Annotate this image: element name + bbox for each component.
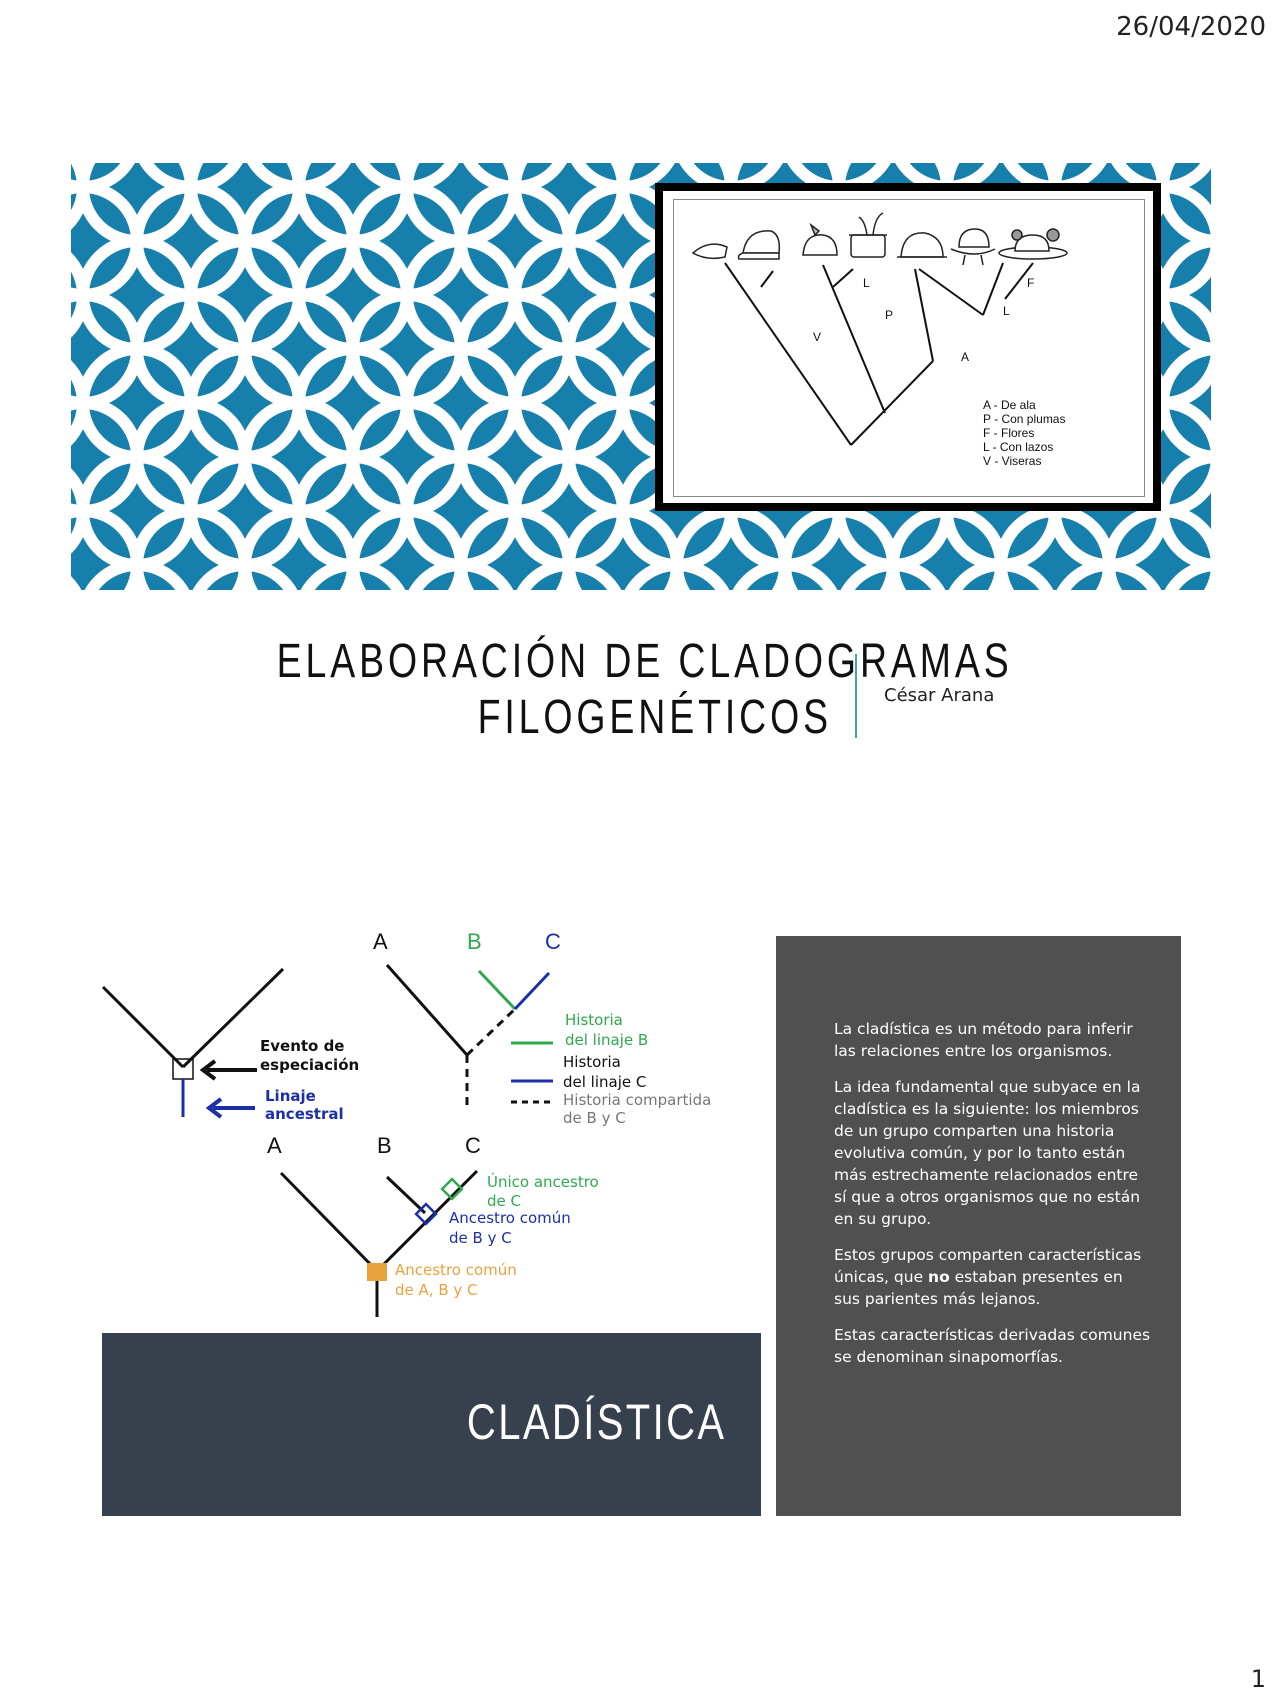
branch-label-l: L <box>863 276 870 290</box>
title-divider <box>855 654 857 738</box>
paragraph-1: La cladística es un método para inferir … <box>834 1020 1133 1060</box>
svg-text:ancestral: ancestral <box>265 1105 344 1123</box>
paragraph-4: Estas características derivadas comunes … <box>834 1326 1151 1366</box>
feathered-hat-icon <box>849 212 887 258</box>
taxon-a: A <box>373 929 388 954</box>
svg-text:de A, B y C: de A, B y C <box>395 1281 478 1299</box>
section-title-box: CLADÍSTICA <box>102 1333 761 1516</box>
taxon-c: C <box>545 929 561 954</box>
branch-label-v: V <box>813 330 821 344</box>
slide-title-line1: ELABORACIÓN DE CLADOGRAMAS <box>276 635 1013 688</box>
legend-item: P - Con plumas <box>983 412 1065 426</box>
legend-item: L - Con lazos <box>983 440 1053 454</box>
svg-text:de B y C: de B y C <box>449 1229 512 1247</box>
common-ancestor-abc-label: Ancestro común <box>395 1261 517 1279</box>
legend-lineage-b: Historia <box>565 1011 623 1029</box>
branch-label-l2: L <box>1003 304 1010 318</box>
svg-text:de C: de C <box>487 1192 521 1210</box>
unique-ancestor-c-marker-icon <box>440 1177 464 1201</box>
slide-title-line2: FILOGENÉTICOS <box>477 691 832 744</box>
visor-cap-icon <box>691 243 728 260</box>
lineage-label: Linaje <box>265 1087 316 1105</box>
legend-item: A - De ala <box>983 398 1036 412</box>
svg-text:especiación: especiación <box>260 1056 359 1074</box>
author-name: César Arana <box>884 685 995 706</box>
dome-hat-icon <box>897 232 947 258</box>
legend-shared-history: Historia compartida <box>563 1091 711 1109</box>
taxon-b: B <box>467 929 482 954</box>
svg-text:de B y C: de B y C <box>563 1109 626 1127</box>
cap-icon <box>737 230 781 260</box>
section-title: CLADÍSTICA <box>467 1394 727 1450</box>
taxon-c-bottom: C <box>465 1133 481 1158</box>
speciation-label: Evento de <box>260 1037 345 1055</box>
taxon-a-bottom: A <box>267 1133 282 1158</box>
ribbon-hat-icon <box>950 228 996 266</box>
text-panel: La cladística es un método para inferir … <box>776 936 1181 1516</box>
legend-lineage-c: Historia <box>563 1053 621 1071</box>
branch-label-a: A <box>961 350 969 364</box>
ancestor-abc-marker-icon <box>367 1263 387 1281</box>
legend-item: F - Flores <box>983 426 1034 440</box>
svg-text:del linaje B: del linaje B <box>565 1031 648 1049</box>
common-ancestor-bc-label: Ancestro común <box>449 1209 571 1227</box>
taxon-b-bottom: B <box>377 1133 392 1158</box>
unique-ancestor-c-label: Único ancestro <box>487 1172 599 1191</box>
svg-text:del linaje C: del linaje C <box>563 1073 646 1091</box>
hat-cladogram: V P L A L F A - De ala P - Con plumas F … <box>691 212 1068 468</box>
page-date: 26/04/2020 <box>1116 12 1266 42</box>
slide-title: ELABORACIÓN DE CLADOGRAMAS FILOGENÉTICOS <box>120 634 1013 746</box>
branch-label-p: P <box>885 308 893 322</box>
paragraph-3: Estos grupos comparten características ú… <box>834 1246 1142 1308</box>
flower-hat-icon <box>998 228 1068 260</box>
hat-cladogram-figure: V P L A L F A - De ala P - Con plumas F … <box>655 183 1161 511</box>
page-number: 1 <box>1250 1665 1266 1693</box>
legend-item: V - Viseras <box>983 454 1041 468</box>
winged-hat-icon <box>802 222 838 256</box>
cladistics-diagram: Evento de especiación Linaje ancestral A… <box>101 929 711 1317</box>
ancestor-bc-marker-icon <box>414 1202 438 1226</box>
paragraph-2: La idea fundamental que subyace en la cl… <box>834 1078 1141 1228</box>
branch-label-f: F <box>1027 276 1034 290</box>
